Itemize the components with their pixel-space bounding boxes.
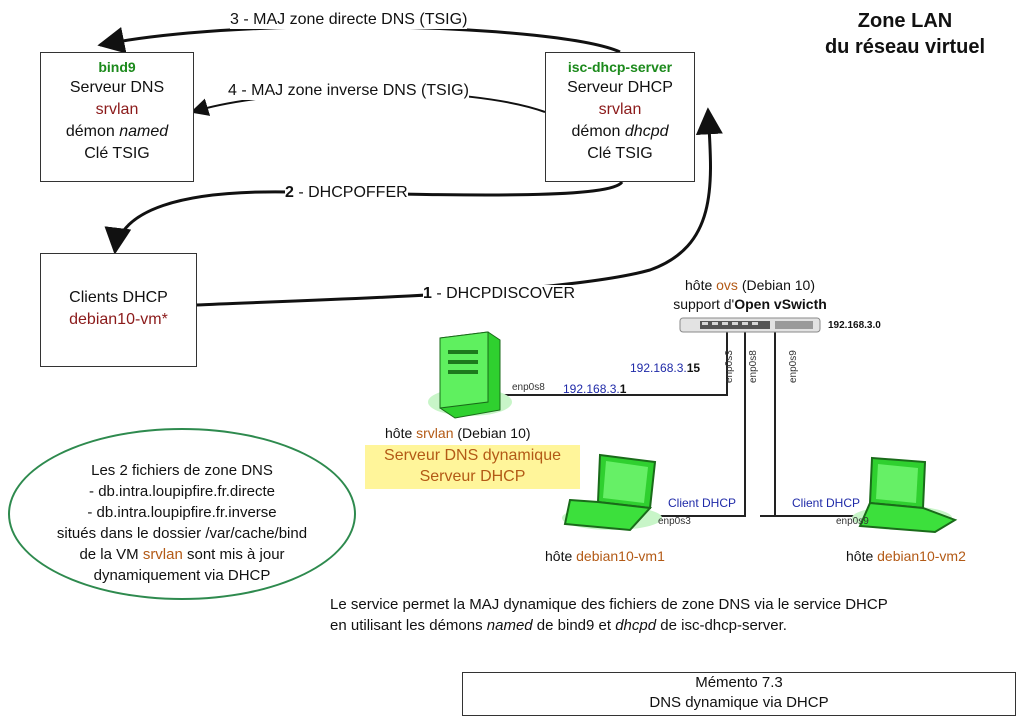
memento-line1: Mémento 7.3 <box>695 674 783 691</box>
zone-title-line2: du réseau virtuel <box>824 36 986 58</box>
arrow1-text: - DHCPDISCOVER <box>431 285 576 302</box>
server-roles-highlight: Serveur DNS dynamique Serveur DHCP <box>365 445 580 489</box>
dns-host-label: srvlan <box>95 101 139 118</box>
switch-network-label: 192.168.3.0 <box>828 320 881 331</box>
zone-note-l5-host: srvlan <box>142 546 183 563</box>
zone-title-line1: Zone LAN <box>857 10 953 32</box>
summary-l2-d: dhcpd <box>615 617 657 634</box>
server-ip1-prefix: 192.168.3. <box>630 361 687 375</box>
switch-support-line: support d'Open vSwicth <box>655 295 845 314</box>
port-enp0s9-label: enp0s9 <box>788 350 799 383</box>
server-ip2-suffix: 1 <box>619 382 627 396</box>
summary-l2-c: de bind9 et <box>532 617 616 634</box>
dns-role-label: Serveur DNS <box>69 79 165 96</box>
port-enp0s8-label: enp0s8 <box>748 350 759 383</box>
arrow3-label: 3 - MAJ zone directe DNS (TSIG) <box>230 11 468 29</box>
switch-icon <box>679 317 821 333</box>
server-icon <box>428 331 512 419</box>
dhcp-daemon-line: démon dhcpd <box>546 121 694 143</box>
memento-line2: DNS dynamique via DHCP <box>649 694 829 711</box>
zone-title: Zone LAN du réseau virtuel <box>790 8 1020 60</box>
vm1-host-prefix: hôte <box>545 548 577 564</box>
switch-host-name: ovs <box>716 277 738 293</box>
dhcp-key-label: Clé TSIG <box>587 145 653 162</box>
switch-host-prefix: hôte <box>685 277 717 293</box>
switch-support-name: Open vSwicth <box>734 296 827 312</box>
zone-note-line2: - db.intra.loupipfire.fr.directe <box>89 483 275 500</box>
server-ip-switch: 192.168.3.15 <box>630 361 700 375</box>
dhcp-daemon-prefix: démon <box>571 123 625 140</box>
zone-note-l5-suffix: sont mis à jour <box>182 546 285 563</box>
vm1-client-label: Client DHCP <box>668 496 737 510</box>
dhcp-host-label: srvlan <box>598 101 642 118</box>
server-host-line: hôte srvlan (Debian 10) <box>385 425 531 441</box>
summary-line1: Le service permet la MAJ dynamique des f… <box>330 596 888 613</box>
arrow1-number: 1 <box>423 285 432 302</box>
vm2-host-prefix: hôte <box>846 548 878 564</box>
port-enp0s3-label: enp0s3 <box>724 350 735 383</box>
server-role-dhcp: Serveur DHCP <box>419 468 526 485</box>
dns-server-box: bind9 Serveur DNS srvlan démon named Clé… <box>40 52 194 182</box>
server-host-name: srvlan <box>416 425 454 441</box>
laptop-vm2-icon <box>852 456 958 534</box>
wire-srvlan <box>497 325 728 396</box>
vm1-host-line: hôte debian10-vm1 <box>545 548 665 564</box>
vm2-client-label: Client DHCP <box>792 496 861 510</box>
server-role-dns: Serveur DNS dynamique <box>384 447 561 464</box>
arrow2-label: 2 - DHCPOFFER <box>285 184 408 202</box>
arrow2-number: 2 <box>285 184 294 201</box>
server-ip1-suffix: 15 <box>686 361 701 375</box>
zone-note-line5: de la VM srvlan sont mis à jour <box>10 544 354 565</box>
vm2-host-line: hôte debian10-vm2 <box>846 548 966 564</box>
summary-l2-a: en utilisant les démons <box>330 617 487 634</box>
laptop-vm1-icon <box>562 453 662 532</box>
clients-host-label: debian10-vm* <box>69 311 168 328</box>
dns-key-label: Clé TSIG <box>84 145 150 162</box>
vm1-host-name: debian10-vm1 <box>576 548 665 564</box>
summary-l2-b: named <box>486 617 533 634</box>
switch-caption: hôte ovs (Debian 10) support d'Open vSwi… <box>655 276 845 314</box>
server-host-prefix: hôte <box>385 425 417 441</box>
dns-daemon-name: named <box>119 123 169 140</box>
dhcp-daemon-name: dhcpd <box>624 123 669 140</box>
zone-note-l5-prefix: de la VM <box>79 546 143 563</box>
vm2-iface-label: enp0s9 <box>836 516 869 527</box>
zone-files-note: Les 2 fichiers de zone DNS - db.intra.lo… <box>8 428 356 600</box>
summary-l2-e: de isc-dhcp-server. <box>656 617 787 634</box>
arrow2-text: - DHCPOFFER <box>293 184 408 201</box>
arrow4-label: 4 - MAJ zone inverse DNS (TSIG) <box>228 82 469 100</box>
summary-text: Le service permet la MAJ dynamique des f… <box>330 594 888 636</box>
zone-note-line6: dynamiquement via DHCP <box>93 567 271 584</box>
server-host-suffix: (Debian 10) <box>453 425 531 441</box>
vm2-host-name: debian10-vm2 <box>877 548 966 564</box>
server-iface-label: enp0s8 <box>512 382 545 393</box>
switch-support-prefix: support d' <box>673 296 735 312</box>
dhcp-role-label: Serveur DHCP <box>567 79 673 96</box>
memento-box: Mémento 7.3 DNS dynamique via DHCP <box>462 672 1016 716</box>
wire-vm1 <box>640 325 746 517</box>
arrow1-label: 1 - DHCPDISCOVER <box>423 285 576 303</box>
arrow-update-forward-zone <box>97 25 621 54</box>
summary-line2: en utilisant les démons named de bind9 e… <box>330 615 888 636</box>
zone-note-line4: situés dans le dossier /var/cache/bind <box>56 525 308 542</box>
dhcp-clients-box: Clients DHCP debian10-vm* <box>40 253 197 367</box>
dns-daemon-prefix: démon <box>65 123 120 140</box>
server-ip-host: 192.168.3.1 <box>563 382 626 396</box>
zone-note-line3: - db.intra.loupipfire.fr.inverse <box>87 504 277 521</box>
switch-host-suffix: (Debian 10) <box>737 277 815 293</box>
dns-daemon-line: démon named <box>41 121 193 143</box>
zone-note-line1: Les 2 fichiers de zone DNS <box>91 462 273 479</box>
arrow-dhcpdiscover <box>195 107 723 307</box>
vm1-iface-label: enp0s3 <box>658 516 691 527</box>
dns-package-label: bind9 <box>98 59 136 75</box>
switch-host-line: hôte ovs (Debian 10) <box>655 276 845 295</box>
clients-role-label: Clients DHCP <box>69 289 168 306</box>
dhcp-package-label: isc-dhcp-server <box>567 59 673 75</box>
server-ip2-prefix: 192.168.3. <box>563 382 620 396</box>
dhcp-server-box: isc-dhcp-server Serveur DHCP srvlan démo… <box>545 52 695 182</box>
